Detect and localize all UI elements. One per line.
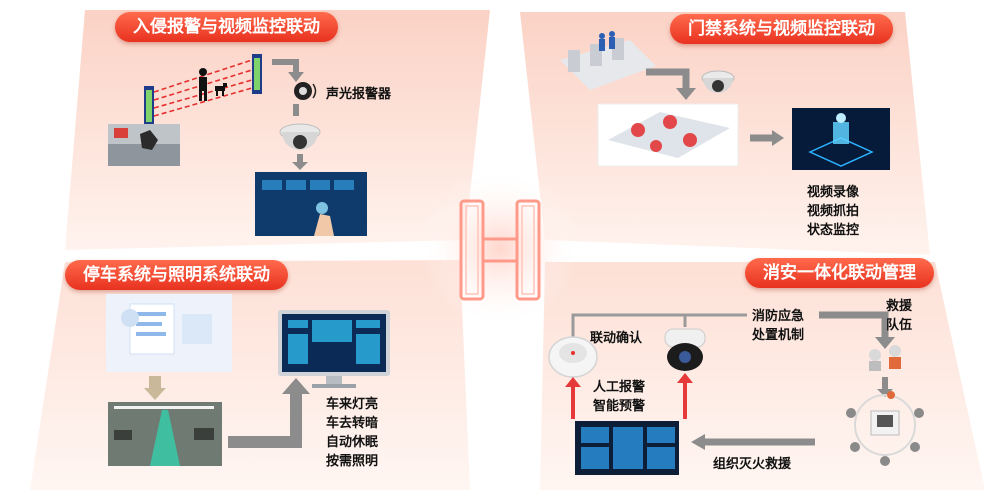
access-feature: 视频抓拍 (807, 204, 860, 219)
arrow-to-camera (646, 68, 690, 90)
visitor-icon (599, 31, 615, 51)
alarm-method-line: 人工报警 (593, 380, 646, 395)
rescue-label-line: 队伍 (886, 318, 913, 333)
response-label-line: 消防应急 (752, 309, 805, 324)
rescue-label-line: 救援 (886, 299, 913, 314)
parking-diagram (106, 294, 390, 466)
rescue-team-icon (869, 345, 901, 371)
parking-feature-list: 车来灯亮 车去转暗 自动休眠 按需照明 (326, 395, 378, 471)
title-access-video: 门禁系统与视频监控联动 (670, 14, 893, 44)
access-feature: 视频录像 (807, 185, 860, 200)
intrusion-diagram (108, 54, 367, 236)
access-feature-list: 视频录像 视频抓拍 状态监控 (807, 183, 859, 240)
parking-feature: 按需照明 (326, 454, 379, 469)
parking-feature: 车去转暗 (326, 416, 379, 431)
title-parking-lighting: 停车系统与照明系统联动 (65, 260, 288, 290)
parking-feature: 自动休眠 (326, 435, 379, 450)
command-ring (854, 394, 916, 456)
rescue-label: 救援 队伍 (886, 297, 912, 335)
title-intrusion-video: 入侵报警与视频监控联动 (115, 12, 338, 42)
access-diagram (560, 31, 890, 170)
response-label-line: 处置机制 (752, 328, 805, 343)
panel-top-left-bg (65, 10, 490, 250)
fire-safety-diagram (548, 311, 924, 475)
arrow-to-rescue (819, 311, 889, 339)
confirm-label: 联动确认 (590, 331, 643, 346)
title-fire-safety: 消安一体化联动管理 (745, 258, 934, 288)
alarm-label: 声光报警器 (326, 87, 392, 102)
alarm-method-label: 人工报警 智能预警 (593, 378, 645, 416)
parking-feature: 车来灯亮 (326, 397, 379, 412)
response-label: 消防应急 处置机制 (752, 307, 804, 345)
arrow-to-monitor (228, 390, 302, 448)
access-feature: 状态监控 (807, 223, 860, 238)
turnstile-floor (560, 40, 656, 90)
center-logo-icon (459, 199, 541, 301)
fire-rescue-label: 组织灭火救援 (713, 457, 792, 472)
link-line-left (571, 313, 745, 343)
alarm-method-line: 智能预警 (593, 399, 646, 414)
intruder-icon (199, 68, 227, 101)
arrow-to-alarm (272, 59, 299, 74)
